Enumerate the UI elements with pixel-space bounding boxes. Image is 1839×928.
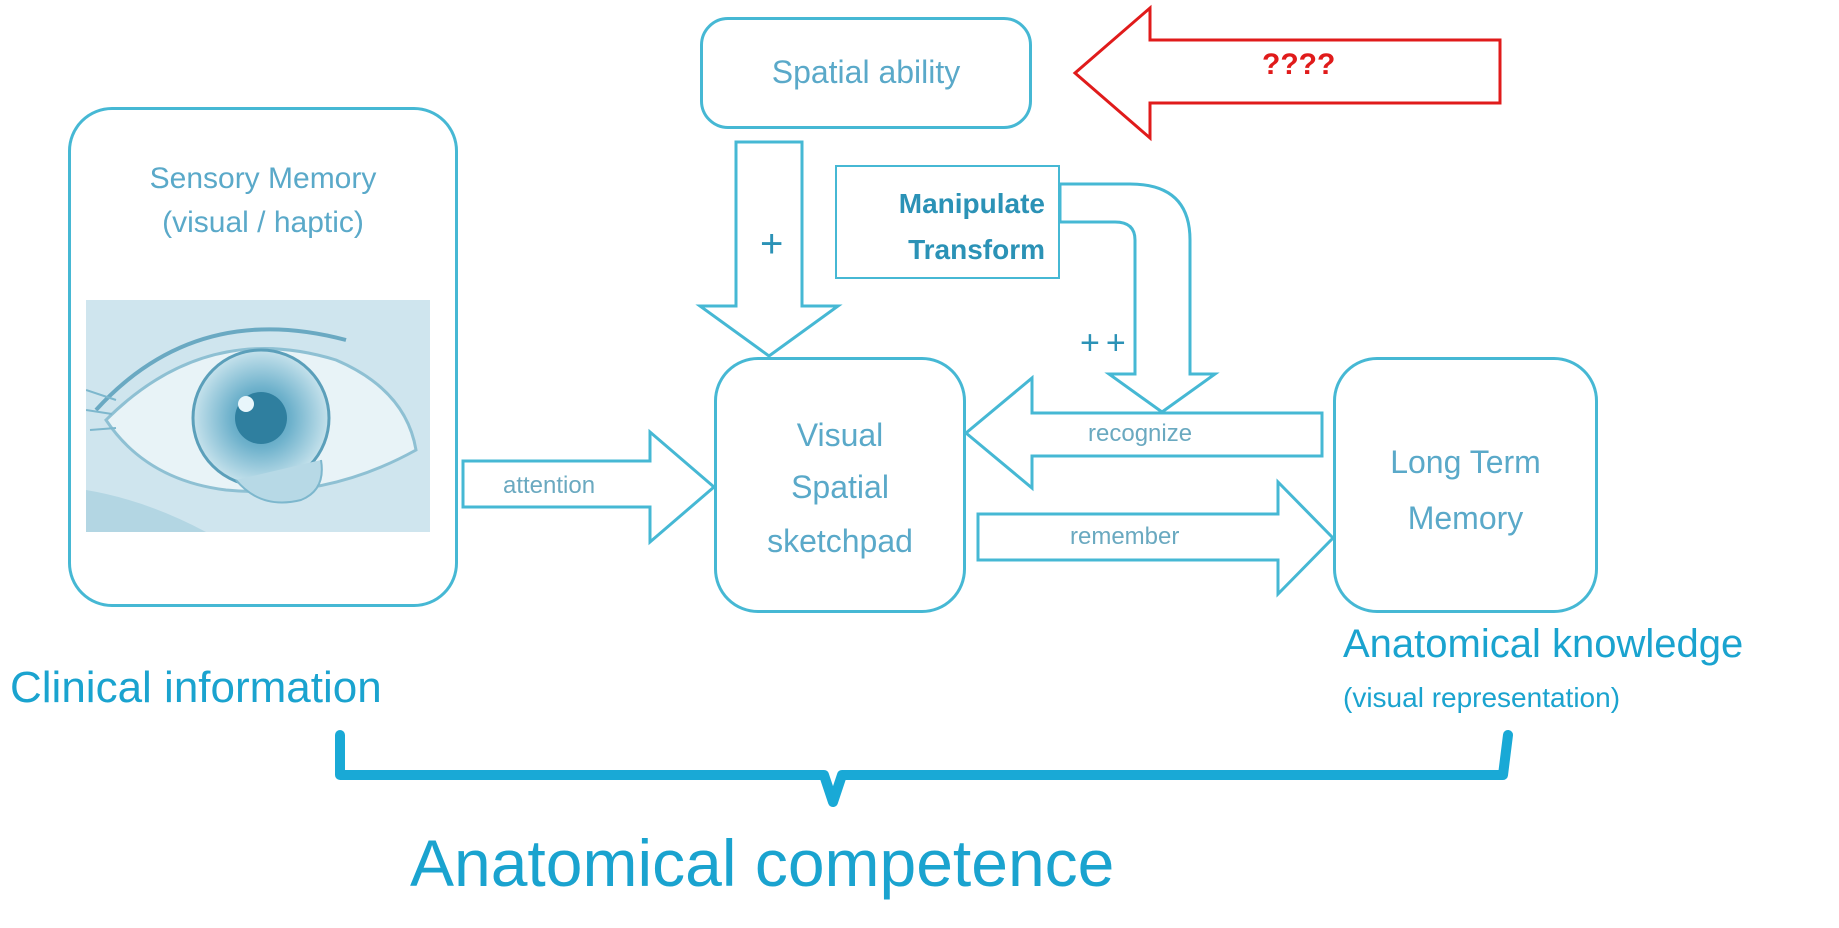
- ltm-line2: Memory: [1407, 500, 1524, 536]
- vss-line3: sketchpad: [767, 523, 913, 559]
- sensory-memory-title: Sensory Memory: [149, 162, 377, 195]
- plus-down-arrow: [695, 140, 843, 358]
- visual-spatial-sketchpad-box: [714, 357, 966, 613]
- plus-plus-curved-arrow: [1058, 182, 1220, 414]
- vss-line1: Visual: [796, 417, 884, 453]
- plus-label: +: [760, 222, 784, 266]
- spatial-ability-box: [700, 17, 1032, 129]
- remember-label: remember: [1070, 523, 1180, 550]
- attention-label: attention: [503, 472, 596, 499]
- anatomical-competence-caption: Anatomical competence: [410, 826, 1115, 900]
- remember-arrow: [976, 478, 1336, 598]
- visual-representation-caption: (visual representation): [1343, 682, 1621, 713]
- attention-arrow: [461, 428, 717, 546]
- plus-plus-label: ++: [1080, 324, 1132, 362]
- ltm-line1: Long Term: [1390, 444, 1541, 480]
- anatomical-knowledge-caption: Anatomical knowledge: [1343, 622, 1744, 666]
- recognize-label: recognize: [1088, 420, 1193, 447]
- long-term-memory-box: [1333, 357, 1598, 613]
- manipulate-label: Manipulate: [898, 188, 1045, 219]
- transform-label: Transform: [908, 234, 1045, 265]
- clinical-information-caption: Clinical information: [10, 663, 382, 712]
- question-arrow: [1072, 4, 1502, 142]
- vss-line2: Spatial: [791, 469, 889, 505]
- manipulate-transform-box: [835, 165, 1060, 279]
- spatial-ability-label: Spatial ability: [771, 54, 961, 90]
- sensory-memory-subtitle: (visual / haptic): [162, 206, 364, 239]
- question-label: ????: [1262, 48, 1336, 81]
- recognize-arrow: [963, 374, 1324, 492]
- eye-illustration-icon: [86, 300, 430, 532]
- competence-brace: [335, 730, 1513, 807]
